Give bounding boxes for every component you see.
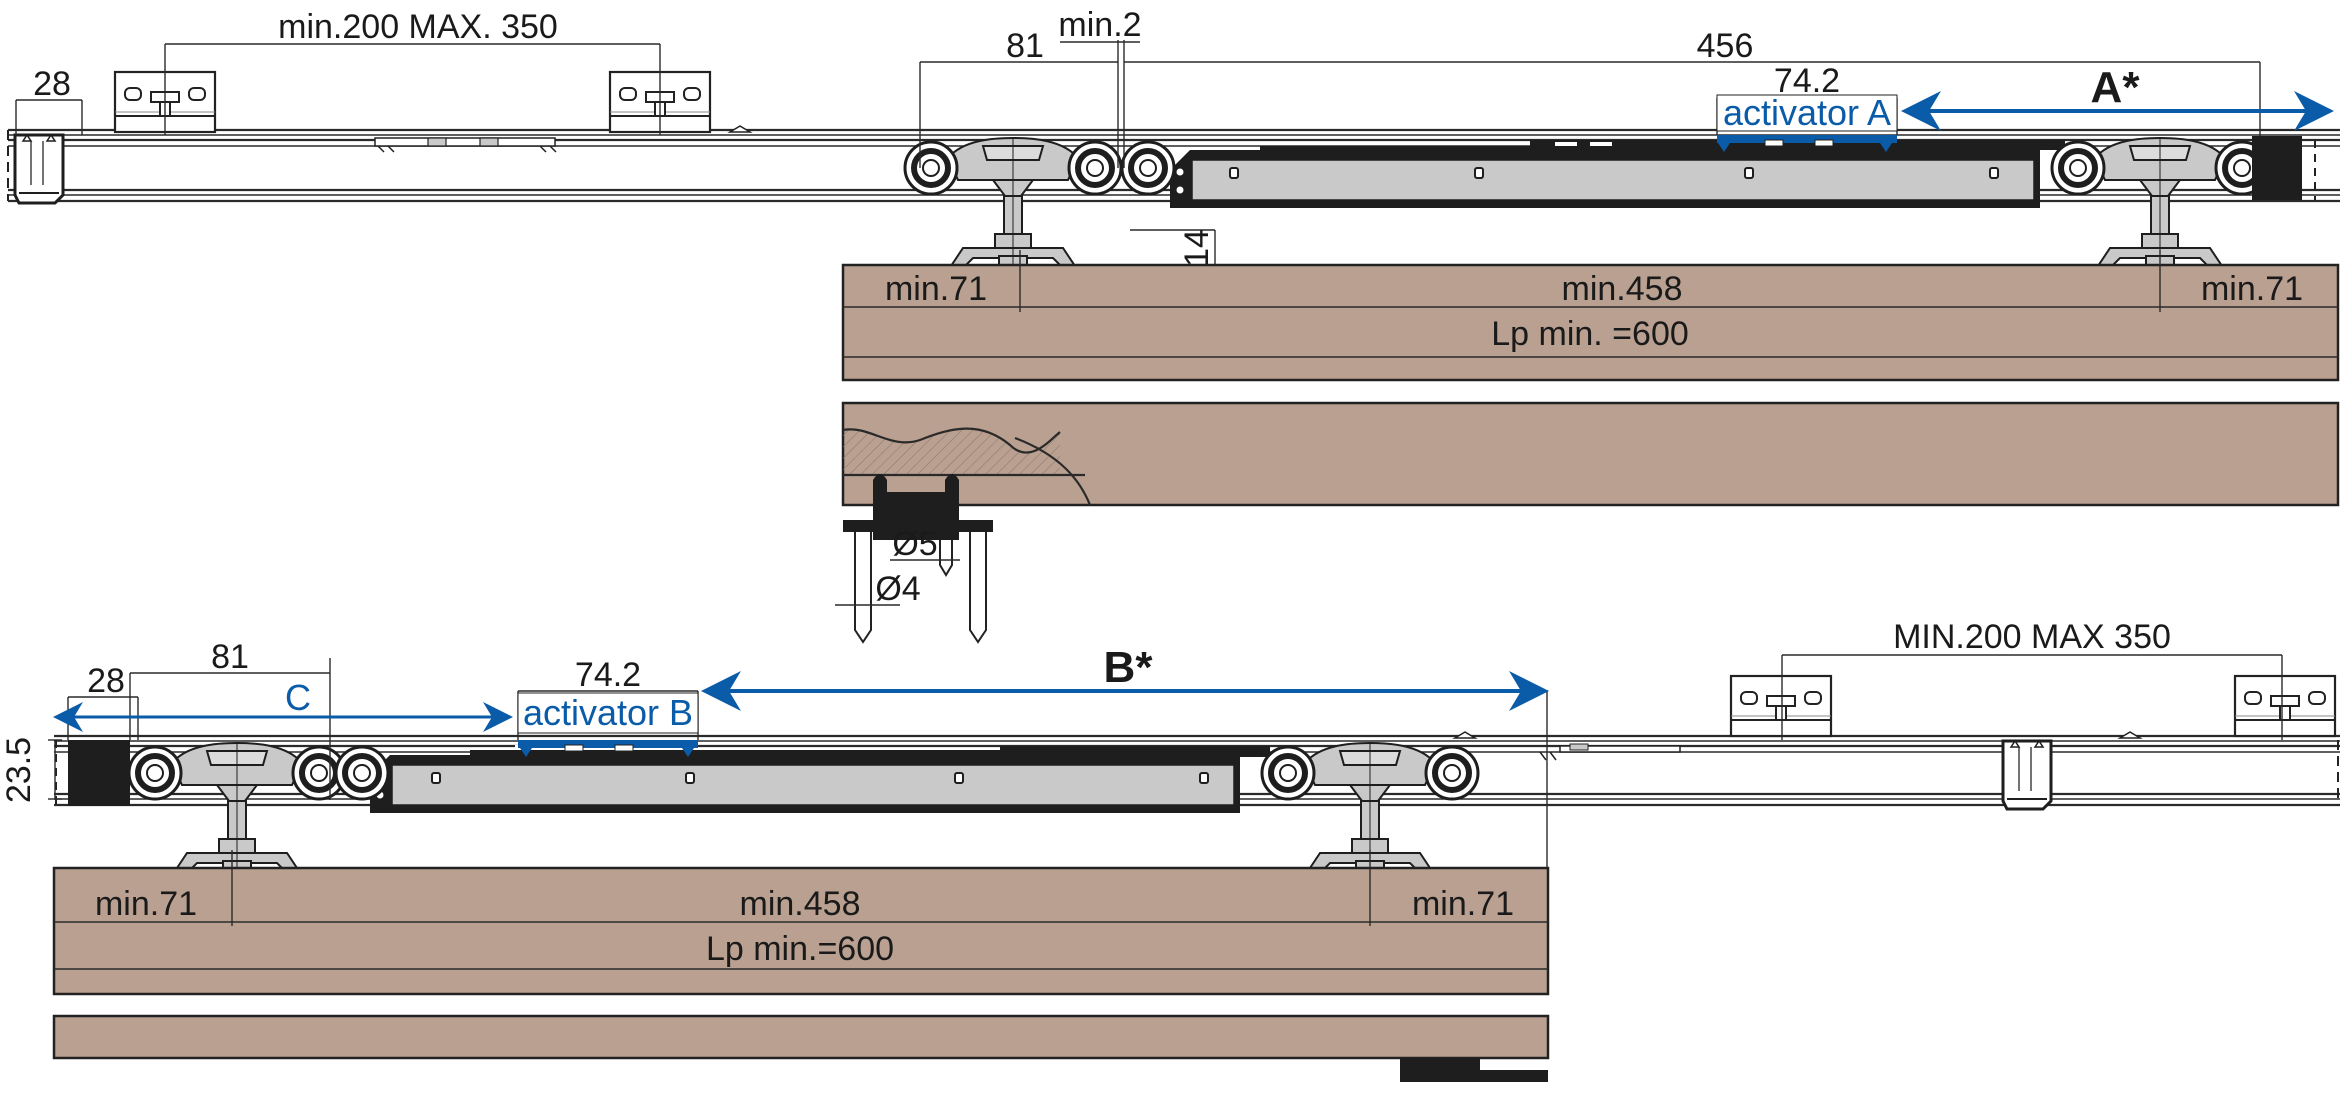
bottom-rail-clip	[1452, 731, 2143, 761]
activator-b-label: activator B	[523, 692, 693, 733]
top-panel-length: Lp min. =600	[1491, 315, 1689, 353]
bottom-bracket-spacing: MIN.200 MAX 350	[1893, 618, 2171, 656]
bottom-damper	[369, 745, 1270, 814]
top-panel-right-offset: min.71	[2201, 270, 2303, 308]
top-stopper-width: 28	[33, 65, 71, 103]
top-bracket-spacing: min.200 MAX. 350	[278, 8, 558, 46]
bottom-panel-length: Lp min.=600	[706, 930, 894, 968]
activator-a-label: activator A	[1723, 92, 1891, 133]
travel-b-label: B*	[1104, 643, 1154, 692]
top-carriage-span: 81	[1006, 27, 1044, 65]
top-gap: min.2	[1058, 6, 1141, 44]
bottom-panel-edge-view	[52, 1014, 1550, 1082]
bottom-extra-wheel	[336, 747, 388, 799]
bottom-activator-length: 74.2	[575, 656, 641, 694]
bottom-rail-height: 23.5	[0, 737, 38, 803]
bottom-door-panel	[52, 850, 1550, 996]
bottom-bracket-right	[2233, 674, 2337, 738]
bottom-panel-left-offset: min.71	[95, 885, 197, 923]
bottom-carriage-span: 81	[211, 638, 249, 676]
top-panel-left-offset: min.71	[885, 270, 987, 308]
top-damper-length: 456	[1697, 27, 1754, 65]
bottom-panel-middle: min.458	[740, 885, 861, 923]
top-panel-middle: min.458	[1562, 270, 1683, 308]
bottom-left-stop-block	[55, 740, 130, 806]
top-right-stop-block	[2252, 136, 2316, 200]
activator-a-part	[1717, 135, 1897, 152]
activator-b-part	[518, 740, 698, 757]
top-rail-clip	[374, 125, 753, 153]
travel-a-label: A*	[2091, 63, 2141, 112]
activator-a-box	[1716, 94, 1898, 132]
section-door-panel	[841, 401, 2340, 507]
pin-diameter: Ø5	[892, 525, 937, 563]
nail-diameter: Ø4	[875, 570, 920, 608]
bottom-bracket-left	[1729, 674, 1833, 738]
section-view: Ø5 Ø4	[835, 401, 2340, 644]
top-damper	[1169, 140, 2065, 209]
bottom-assembly: min.71 min.458 min.71 Lp min.=600	[0, 618, 2340, 1082]
top-door-panel	[841, 250, 2340, 382]
top-assembly: min.71 min.458 min.71 Lp min. =600	[7, 6, 2340, 382]
floor-guide	[835, 474, 993, 644]
top-end-stopper	[13, 133, 65, 205]
bottom-stopper-width: 28	[87, 662, 125, 700]
bottom-end-stopper	[2001, 739, 2053, 811]
clearance-c-label: C	[285, 677, 311, 718]
bottom-panel-right-offset: min.71	[1412, 885, 1514, 923]
top-panel-height-offset: 14	[1178, 229, 1216, 267]
activator-b-box	[517, 692, 699, 734]
top-activator-length: 74.2	[1774, 62, 1840, 100]
top-extra-wheel	[1122, 142, 1174, 194]
